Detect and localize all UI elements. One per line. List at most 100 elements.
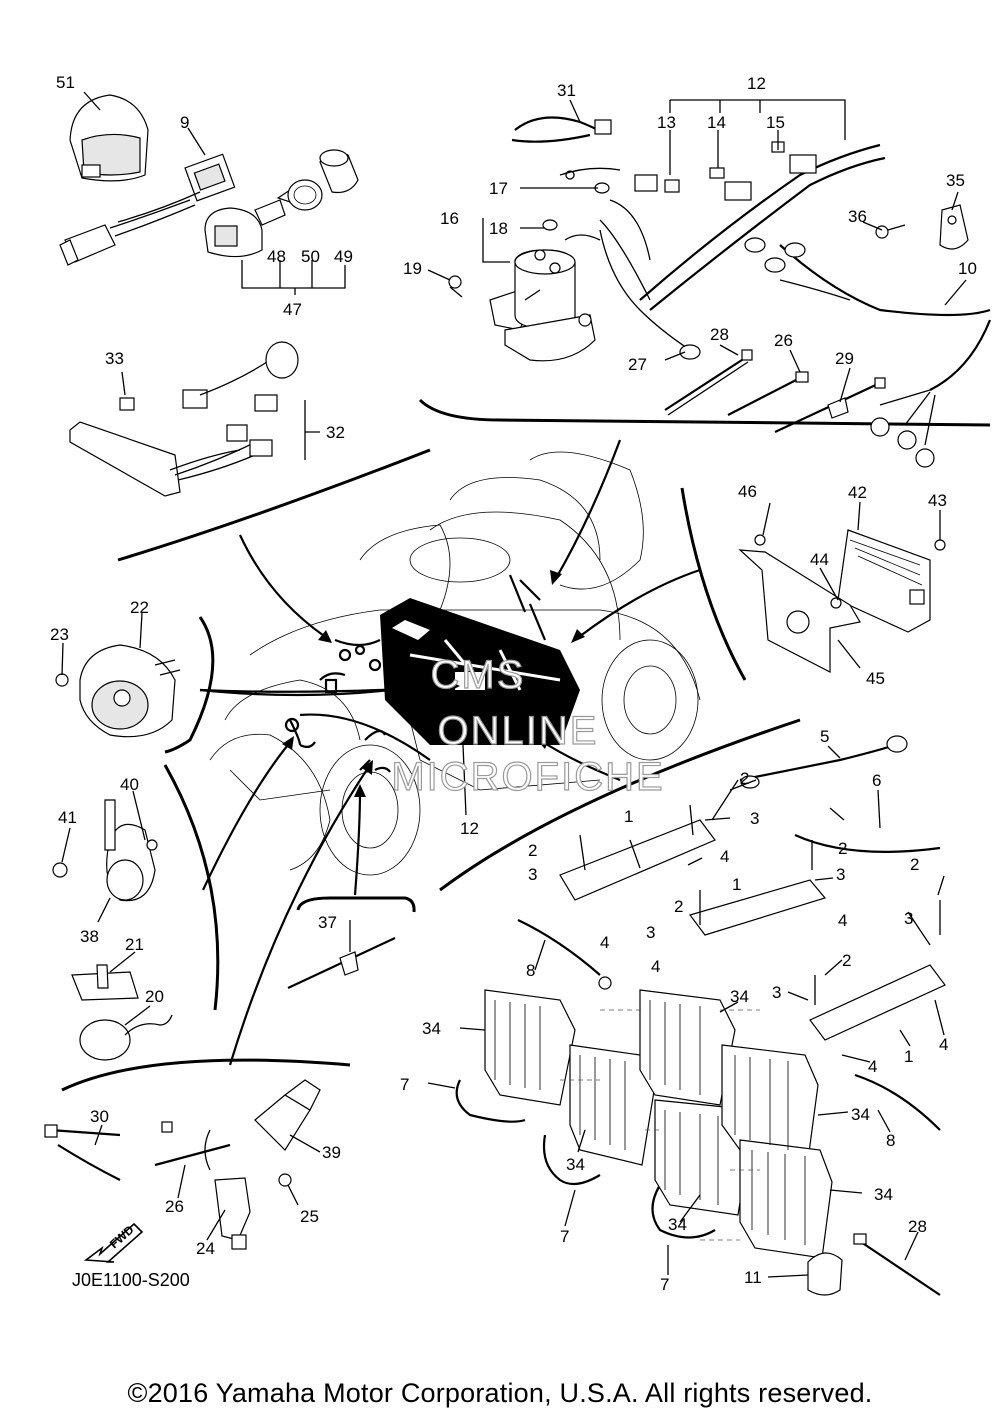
callout-2-f: 2 xyxy=(842,951,851,970)
callout-26-bottom: 26 xyxy=(165,1197,184,1216)
part-26-tie xyxy=(727,371,809,416)
part-30-band xyxy=(44,1124,121,1181)
battery-hold-downs xyxy=(559,804,946,1041)
callout-34-a: 34 xyxy=(730,987,749,1006)
callout-14: 14 xyxy=(707,113,726,132)
callout-4-e: 4 xyxy=(939,1035,948,1054)
batteries xyxy=(484,989,833,1259)
callout-2-a: 2 xyxy=(740,769,749,788)
part-42-controller xyxy=(837,529,946,633)
callout-40: 40 xyxy=(120,775,139,794)
callout-34-b: 34 xyxy=(422,1019,441,1038)
callout-6: 6 xyxy=(872,771,881,790)
callout-42: 42 xyxy=(848,483,867,502)
part-29-clip xyxy=(774,377,886,433)
callout-12-center: 12 xyxy=(460,819,479,838)
part-16-relay xyxy=(448,182,610,362)
part-35-clamp xyxy=(875,204,969,250)
callout-37: 37 xyxy=(318,913,337,932)
callout-25: 25 xyxy=(300,1207,319,1226)
part-22-motor xyxy=(55,644,181,738)
callout-7-c: 7 xyxy=(660,1275,669,1294)
callout-3-c: 3 xyxy=(836,865,845,884)
callout-19: 19 xyxy=(403,259,422,278)
callout-33: 33 xyxy=(105,349,124,368)
callout-3-e: 3 xyxy=(904,909,913,928)
part-39-switch xyxy=(254,1079,321,1187)
callout-20: 20 xyxy=(145,987,164,1006)
part-28-tie-lower xyxy=(853,1233,941,1296)
callout-34-d: 34 xyxy=(566,1155,585,1174)
callout-39: 39 xyxy=(322,1143,341,1162)
callout-4-b: 4 xyxy=(600,933,609,952)
callout-35: 35 xyxy=(946,171,965,190)
callout-4-f: 4 xyxy=(868,1057,877,1076)
part-11-holder xyxy=(807,1252,843,1296)
callout-22: 22 xyxy=(130,598,149,617)
part-32-harness xyxy=(69,341,299,497)
callout-13: 13 xyxy=(657,113,676,132)
part-47-main-switch xyxy=(204,149,359,258)
callout-9: 9 xyxy=(180,113,189,132)
callout-31: 31 xyxy=(557,81,576,100)
callout-11: 11 xyxy=(744,1268,762,1287)
callout-8-b: 8 xyxy=(886,1131,895,1150)
callout-51: 51 xyxy=(56,73,75,92)
battery-box xyxy=(380,574,580,745)
callout-3-f: 3 xyxy=(772,983,781,1002)
callout-36: 36 xyxy=(848,207,867,226)
drawing-code: J0E1100-S200 xyxy=(72,1270,190,1290)
callout-7-b: 7 xyxy=(560,1227,569,1246)
callout-18: 18 xyxy=(489,219,508,238)
callout-7-a: 7 xyxy=(400,1075,409,1094)
callout-50: 50 xyxy=(301,247,320,266)
group-leaders xyxy=(199,439,701,1066)
callout-44: 44 xyxy=(810,550,829,569)
watermark-line-2: ONLINE xyxy=(438,709,599,753)
callout-43: 43 xyxy=(928,491,947,510)
group-boundaries xyxy=(61,398,991,1092)
callout-3-d: 3 xyxy=(646,923,655,942)
callout-1-b: 1 xyxy=(732,875,741,894)
callout-5: 5 xyxy=(820,727,829,746)
callout-leaders xyxy=(61,91,967,1278)
callout-17: 17 xyxy=(489,179,508,198)
callout-27: 27 xyxy=(628,355,647,374)
callout-34-f: 34 xyxy=(668,1215,687,1234)
callout-4-a: 4 xyxy=(720,847,729,866)
callout-labels: 51 9 48 50 49 47 31 12 13 14 15 17 16 18… xyxy=(50,73,977,1294)
callout-30: 30 xyxy=(90,1107,109,1126)
fwd-arrow-icon: FWD xyxy=(83,1222,144,1263)
callout-21: 21 xyxy=(125,935,144,954)
callout-2-e: 2 xyxy=(674,897,683,916)
part-38-horn xyxy=(52,799,158,902)
callout-26-top: 26 xyxy=(774,331,793,350)
part-45-bracket xyxy=(738,534,861,673)
callout-29: 29 xyxy=(835,349,854,368)
callout-24: 24 xyxy=(196,1239,215,1258)
callout-49: 49 xyxy=(334,247,353,266)
callout-2-d: 2 xyxy=(910,855,919,874)
callout-1-c: 1 xyxy=(904,1047,913,1066)
callout-4-c: 4 xyxy=(838,911,847,930)
callout-16: 16 xyxy=(440,209,459,228)
watermark: CMS ONLINE MICROFICHE xyxy=(391,652,664,799)
dashed-connectors xyxy=(560,1009,760,1241)
callout-23: 23 xyxy=(50,625,69,644)
part-12-harness xyxy=(559,141,886,360)
part-9-switch xyxy=(59,153,236,266)
callout-28-bottom: 28 xyxy=(908,1217,927,1236)
callout-34-c: 34 xyxy=(851,1105,870,1124)
part-28-tie xyxy=(664,349,753,416)
part-20-21-sensor xyxy=(71,964,173,1061)
callout-3-a: 3 xyxy=(750,809,759,828)
callout-10: 10 xyxy=(958,259,977,278)
callout-38: 38 xyxy=(80,927,99,946)
part-37-clip xyxy=(287,937,396,989)
callout-12-top: 12 xyxy=(747,74,766,93)
watermark-line-3: MICROFICHE xyxy=(391,755,664,799)
callout-34-e: 34 xyxy=(874,1185,893,1204)
part-31-band xyxy=(511,116,612,143)
callout-32: 32 xyxy=(326,423,345,442)
